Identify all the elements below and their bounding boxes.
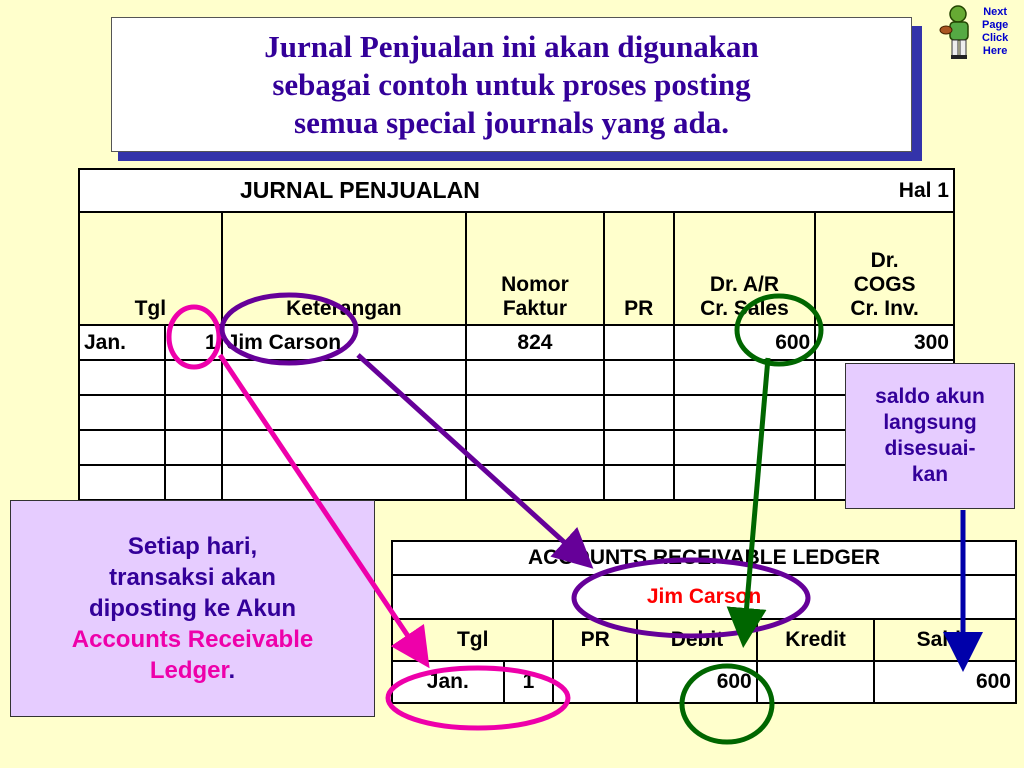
header-tgl: Tgl (78, 211, 223, 326)
sales-journal-page: Hal 1 (898, 179, 949, 202)
ar-cell-debit: 600 (636, 660, 758, 704)
cell-desc: Jim Carson (220, 324, 468, 361)
table-row (78, 429, 955, 466)
table-row (78, 464, 955, 501)
cell-pr (602, 324, 675, 361)
page-title: Jurnal Penjualan ini akan digunakan seba… (264, 28, 759, 140)
ar-ledger-title: ACCOUNTS RECEIVABLE LEDGER (391, 540, 1017, 576)
ar-header-kredit: Kredit (755, 618, 876, 662)
sales-journal-table: JURNAL PENJUALAN Hal 1 Tgl Keterangan No… (78, 168, 955, 501)
table-row (78, 359, 955, 396)
ar-cell-day: 1 (502, 660, 555, 704)
sales-journal-title: JURNAL PENJUALAN (240, 177, 480, 203)
ar-header-pr: PR (552, 618, 639, 662)
header-ar-sales: Dr. A/R Cr. Sales (672, 211, 817, 326)
header-nomor-faktur: Nomor Faktur (465, 211, 605, 326)
cell-ar: 600 (672, 324, 817, 361)
ar-ledger-customer: Jim Carson (391, 574, 1017, 620)
table-row: Jan. 1 Jim Carson 824 600 300 (78, 324, 955, 361)
ar-ledger-header-row: Tgl PR Debit Kredit Saldo (390, 618, 1017, 662)
header-keterangan: Keterangan (220, 211, 468, 326)
ar-cell-kredit (755, 660, 876, 704)
cell-day: 1 (163, 324, 223, 361)
header-cogs-inv: Dr. COGS Cr. Inv. (814, 211, 955, 326)
ar-ledger-title-row: ACCOUNTS RECEIVABLE LEDGER (391, 540, 1017, 576)
ar-ledger-customer-row: Jim Carson (391, 574, 1017, 620)
saldo-callout: saldo akun langsung disesuai- kan (845, 363, 1015, 509)
header-pr: PR (602, 211, 675, 326)
ar-cell-pr (552, 660, 639, 704)
next-page-button[interactable]: Next Page Click Here (936, 2, 1022, 78)
ar-cell-month: Jan. (391, 660, 505, 704)
cell-month: Jan. (78, 324, 166, 361)
sales-journal-header-row: Tgl Keterangan Nomor Faktur PR Dr. A/R C… (78, 211, 955, 326)
cell-invoice: 824 (465, 324, 605, 361)
football-player-icon (939, 5, 969, 59)
cell-cogs: 300 (814, 324, 955, 361)
title-box: Jurnal Penjualan ini akan digunakan seba… (111, 17, 912, 152)
ar-header-saldo: Saldo (873, 618, 1017, 662)
ar-ledger-table: ACCOUNTS RECEIVABLE LEDGER Jim Carson Tg… (390, 540, 1017, 704)
next-page-label[interactable]: Next Page Click Here (982, 6, 1009, 57)
ar-header-tgl: Tgl (390, 618, 555, 662)
ar-header-debit: Debit (636, 618, 758, 662)
table-row: Jan. 1 600 600 (391, 660, 1017, 704)
table-row (78, 394, 955, 431)
sales-journal-title-row: JURNAL PENJUALAN Hal 1 (78, 168, 955, 213)
ar-cell-saldo: 600 (873, 660, 1017, 704)
daily-posting-callout: Setiap hari, transaksi akan diposting ke… (10, 500, 375, 717)
